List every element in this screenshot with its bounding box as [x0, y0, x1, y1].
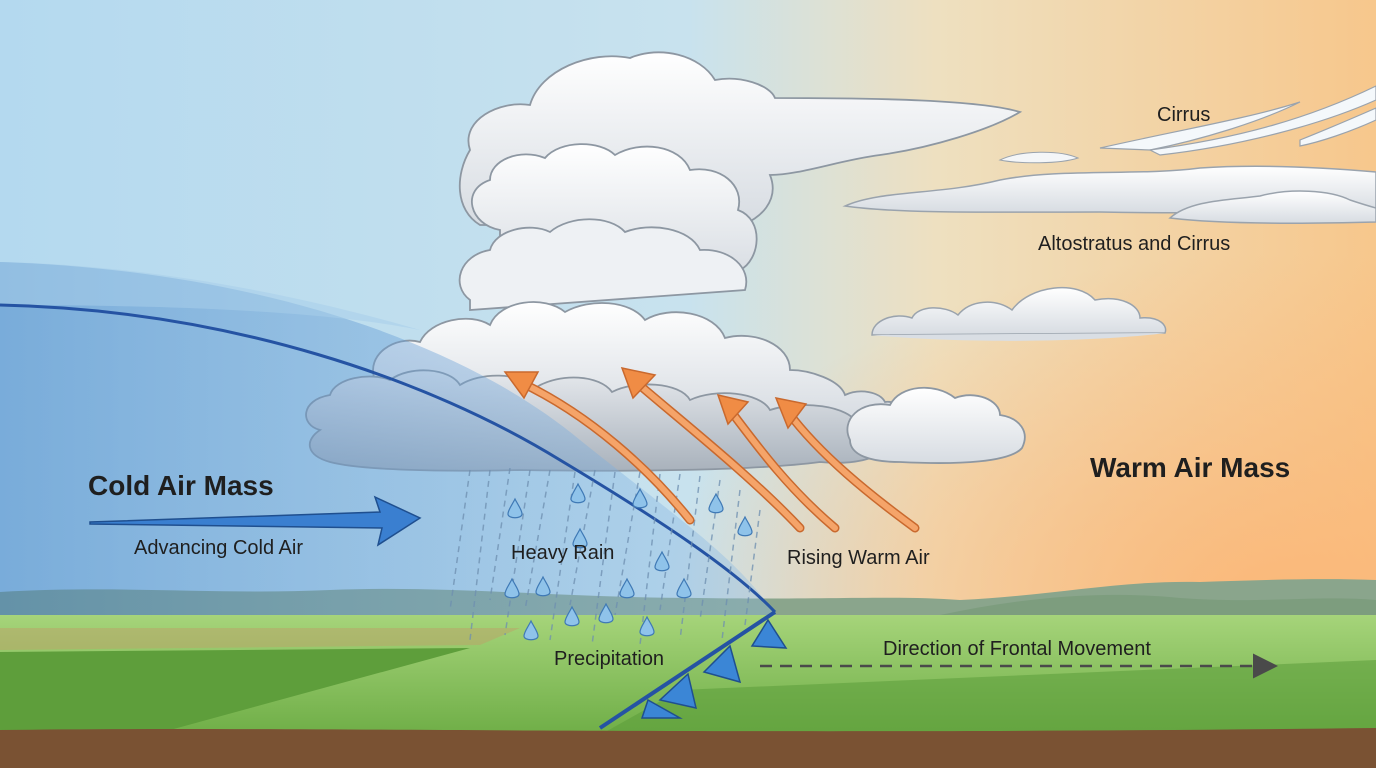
rain-streak	[721, 489, 741, 641]
rain-drop	[504, 577, 520, 599]
label-cold-air-mass: Cold Air Mass	[88, 470, 274, 501]
rain-drop	[632, 487, 648, 509]
label-precipitation: Precipitation	[554, 648, 664, 670]
label-direction-of-frontal-movement: Direction of Frontal Movement	[883, 638, 1151, 660]
warm-arrow-3	[716, 393, 840, 533]
rain-streak	[591, 471, 616, 646]
label-rising-warm-air: Rising Warm Air	[787, 547, 930, 569]
rain-streak	[524, 469, 551, 611]
rain-drop	[654, 550, 670, 572]
rain-drop	[507, 497, 523, 519]
rain-drop	[535, 575, 551, 597]
label-altostratus-and-cirrus: Altostratus and Cirrus	[1038, 233, 1230, 255]
rain-streak	[639, 473, 661, 646]
rain-drop	[737, 515, 753, 537]
cumulus-cloud-small	[871, 287, 1167, 341]
altostratus-cloud	[842, 151, 1376, 224]
rain-drop	[619, 577, 635, 599]
field-strip	[0, 628, 520, 650]
rain-drop	[564, 605, 580, 627]
label-heavy-rain: Heavy Rain	[511, 542, 614, 564]
cold-front-boundary	[0, 303, 777, 614]
rain-streak	[679, 475, 701, 641]
rain-streak	[489, 467, 511, 601]
rain-drops	[504, 482, 753, 641]
rising-warm-air-arrows	[503, 366, 920, 533]
advancing-cold-air-arrow	[89, 495, 422, 547]
warm-arrow-1	[503, 371, 695, 525]
label-advancing-cold-air: Advancing Cold Air	[134, 537, 303, 559]
rain-drop	[676, 577, 692, 599]
soil	[0, 728, 1376, 768]
label-cirrus: Cirrus	[1157, 104, 1210, 126]
label-warm-air-mass: Warm Air Mass	[1090, 452, 1290, 483]
rain-streak	[449, 469, 471, 611]
rain-streak	[744, 509, 761, 626]
rain-drop	[598, 602, 614, 624]
cold-air-upper-band	[0, 262, 420, 330]
rain-drop	[572, 527, 588, 549]
rain-drop	[639, 615, 655, 637]
rain-drop	[570, 482, 586, 504]
rain-drop	[708, 492, 724, 514]
cold-air-wedge	[0, 262, 775, 615]
cold-front-symbol	[598, 610, 788, 730]
field-dark-right	[600, 660, 1376, 735]
rain-drop	[523, 619, 539, 641]
rain-streak	[659, 473, 681, 611]
warm-arrow-4	[774, 396, 920, 533]
field-dark-left	[0, 648, 470, 730]
warm-arrow-2	[620, 366, 805, 533]
cirrus-wisps	[1099, 85, 1376, 156]
rain-streak	[504, 469, 531, 636]
